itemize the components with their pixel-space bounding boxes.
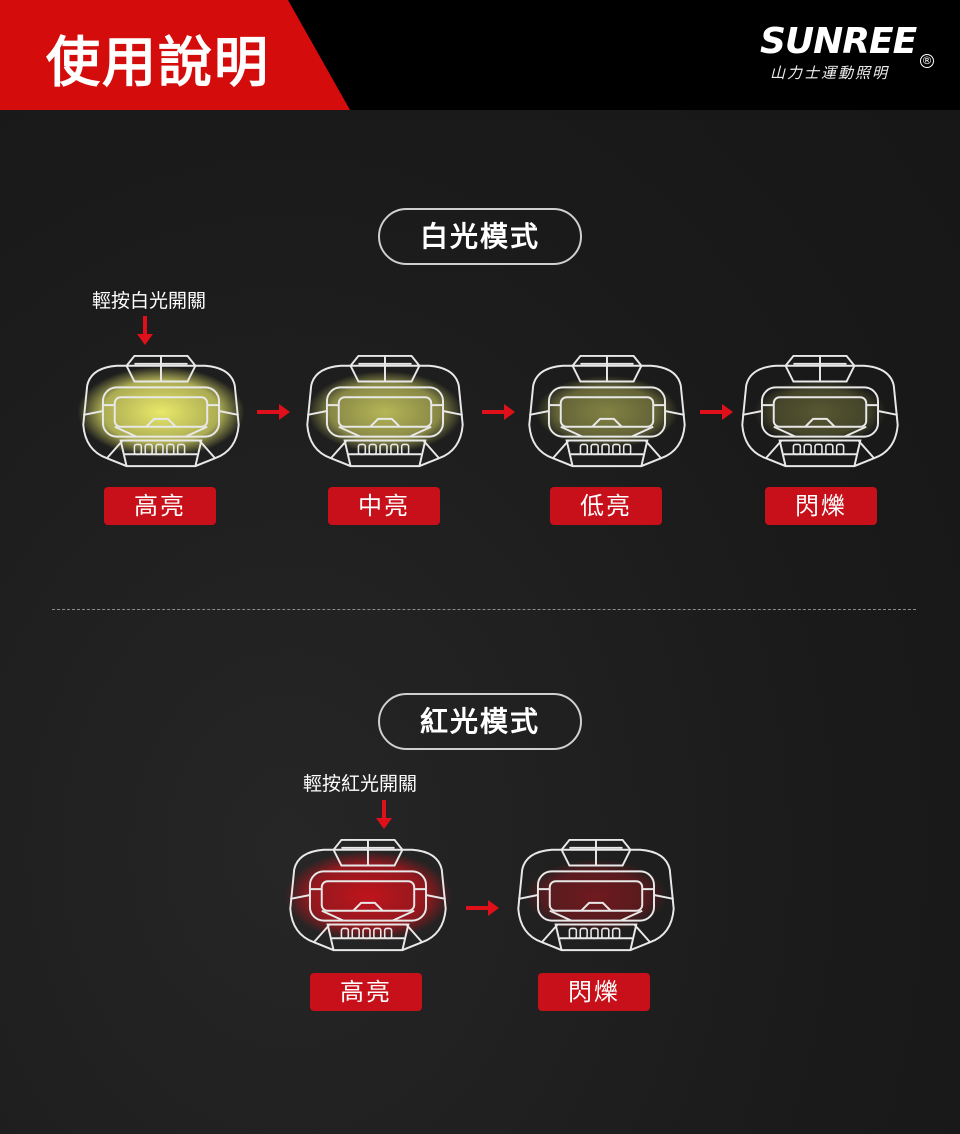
page-title: 使用說明 <box>46 31 270 94</box>
down-arrow-icon <box>137 316 153 345</box>
headlamp-illustration <box>75 352 245 472</box>
headlamp-illustration <box>734 352 904 472</box>
white-switch-hint: 輕按白光開關 <box>92 290 207 312</box>
right-arrow-icon <box>466 900 499 916</box>
headlamp-icon <box>284 838 452 952</box>
logo-wordmark: SUNREE <box>760 21 917 62</box>
right-arrow-icon <box>482 404 515 420</box>
headlamp-icon <box>741 354 899 468</box>
red-label-high: 高亮 <box>310 973 422 1011</box>
headlamp-illustration <box>282 836 452 956</box>
headlamp-icon <box>528 354 686 468</box>
title-banner <box>0 0 350 110</box>
section-divider <box>52 609 916 610</box>
headlamp-icon <box>306 354 464 468</box>
right-arrow-icon <box>700 404 733 420</box>
headlamp-icon <box>517 838 675 952</box>
white-mode-title: 白光模式 <box>378 208 582 265</box>
red-label-flash: 閃爍 <box>538 973 650 1011</box>
headlamp-illustration <box>299 352 469 472</box>
brand-logo: SUNREE 山力士運動照明 ® <box>760 22 940 83</box>
headlamp-illustration <box>510 836 680 956</box>
registered-mark: ® <box>920 54 934 68</box>
mode-label-high: 高亮 <box>104 487 216 525</box>
mode-label-medium: 中亮 <box>328 487 440 525</box>
down-arrow-icon <box>376 800 392 829</box>
headlamp-illustration <box>521 352 691 472</box>
mode-label-low: 低亮 <box>550 487 662 525</box>
logo-subtitle: 山力士運動照明 <box>770 64 890 82</box>
right-arrow-icon <box>257 404 290 420</box>
red-switch-hint: 輕按紅光開關 <box>303 773 418 795</box>
red-mode-title: 紅光模式 <box>378 693 582 750</box>
mode-label-flash: 閃爍 <box>765 487 877 525</box>
headlamp-icon <box>77 354 245 468</box>
